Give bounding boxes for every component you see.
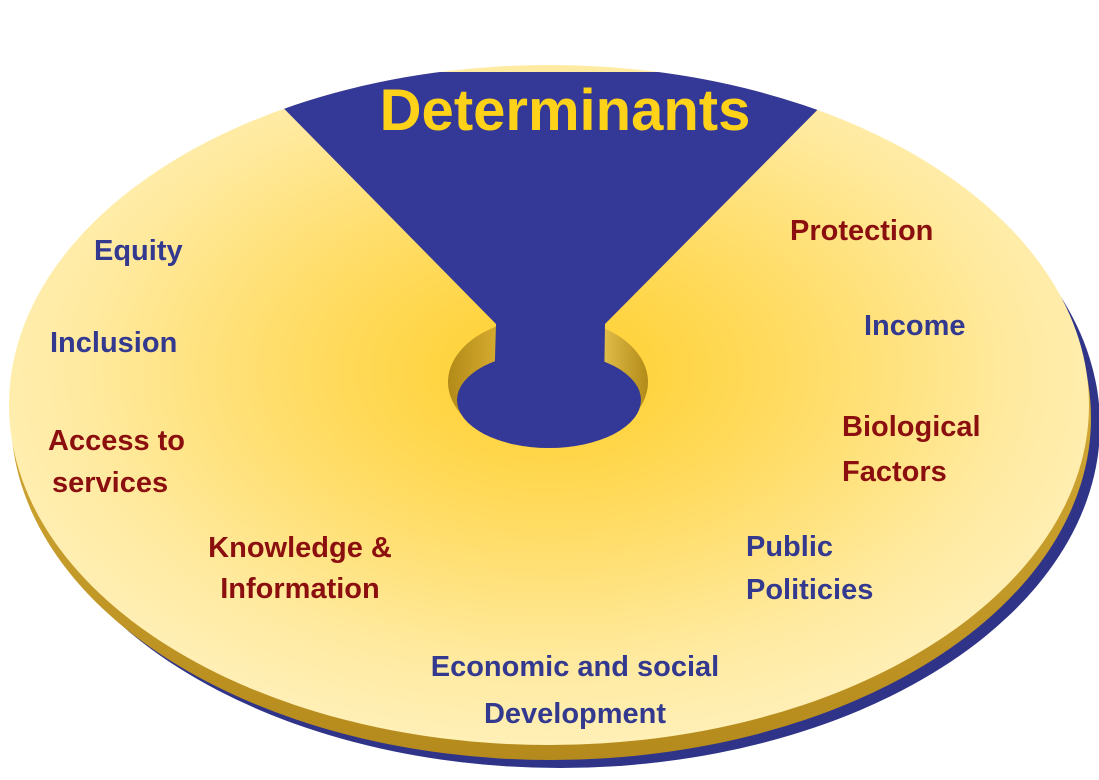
label-public-line1: Public bbox=[746, 531, 834, 563]
label-knowledge-line1: Knowledge & bbox=[208, 532, 392, 564]
label-public-line2: Politicies bbox=[746, 574, 874, 606]
label-income: Income bbox=[864, 310, 966, 342]
label-knowledge-line2: Information bbox=[220, 573, 380, 605]
label-inclusion: Inclusion bbox=[50, 327, 178, 359]
label-equity: Equity bbox=[94, 235, 183, 267]
label-biological-line2: Factors bbox=[842, 456, 947, 488]
diagram-title: Determinants bbox=[379, 78, 751, 143]
label-economic-line2: Development bbox=[483, 698, 667, 730]
label-access-line2: services bbox=[52, 467, 169, 496]
label-protection: Protection bbox=[790, 215, 934, 247]
label-economic-line1: Economic and social bbox=[430, 651, 720, 683]
label-access-to-services: Access to services bbox=[40, 418, 270, 496]
label-biological-line1: Biological bbox=[842, 411, 981, 443]
label-access-line1: Access to bbox=[48, 425, 186, 457]
funnel-wedge bbox=[248, 72, 855, 392]
funnel-shaft-bottom bbox=[457, 352, 641, 448]
